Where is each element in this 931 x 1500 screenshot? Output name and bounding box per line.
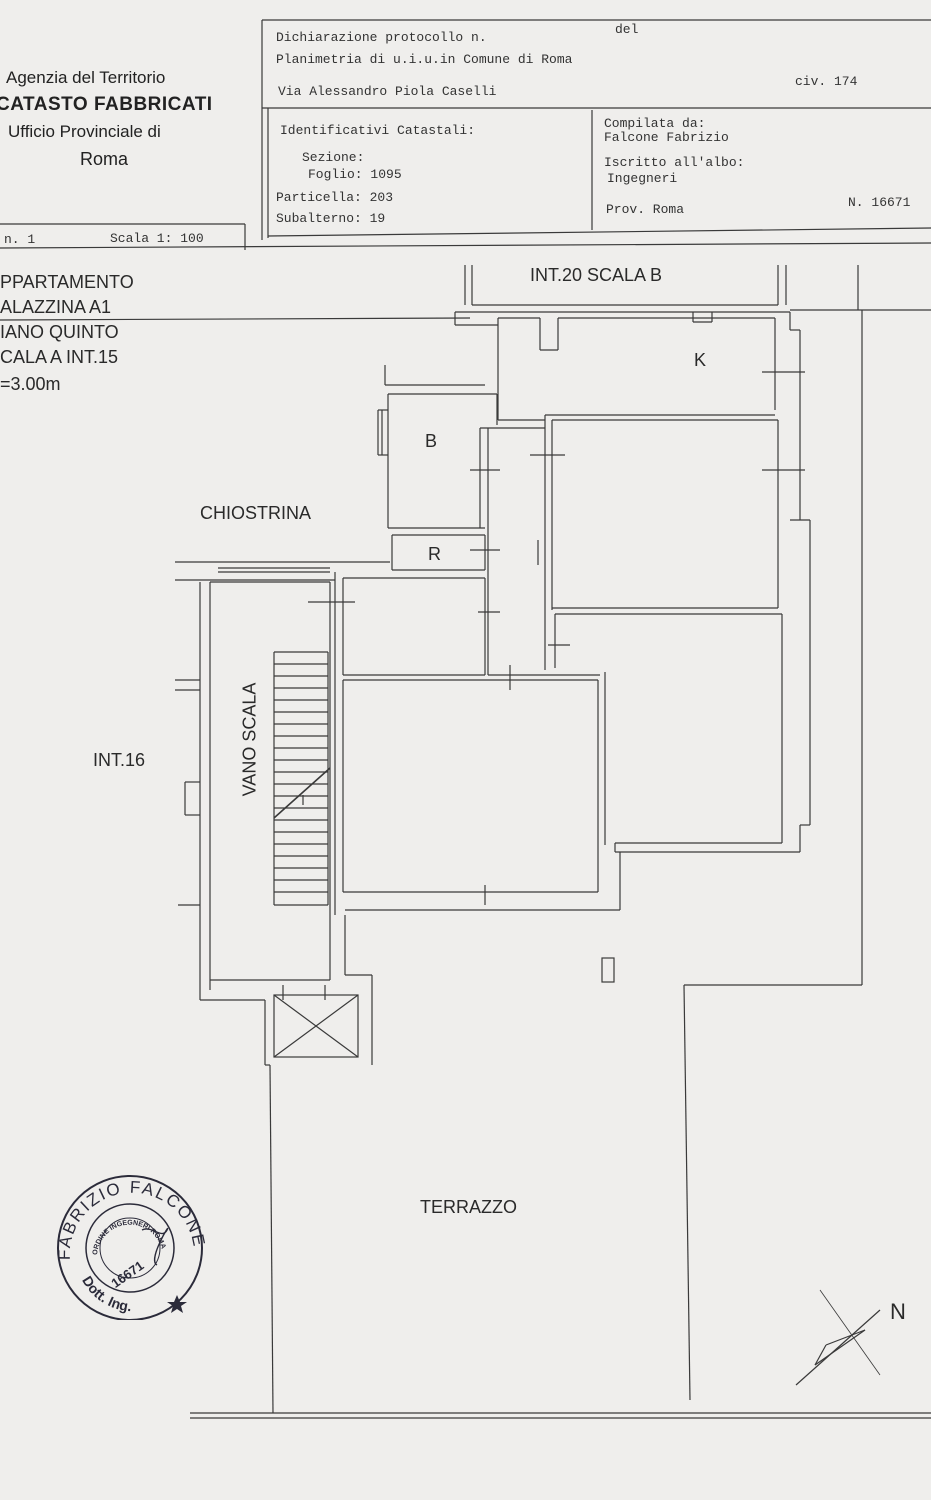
compiled-by-label: Compilata da:: [604, 116, 706, 131]
registration-number: N. 16671: [848, 195, 911, 210]
register-value: Ingegneri: [607, 171, 678, 186]
compiled-by-name: Falcone Fabrizio: [604, 130, 729, 145]
stamp-ring-text: FABRIZIO FALCONE: [55, 1178, 207, 1261]
agency-department: CATASTO FABBRICATI: [0, 94, 213, 115]
scale-value: Scala 1: 100: [110, 231, 204, 246]
plan-info-type: PPARTAMENTO: [0, 272, 134, 292]
planimetry-label: Planimetria di u.i.u.in Comune di Roma: [276, 52, 573, 67]
stamp-order-text: ORDINE INGEGNERI ROMA: [92, 1220, 167, 1256]
protocol-label: Dichiarazione protocollo n.: [276, 30, 487, 45]
sheet-number: n. 1: [4, 232, 36, 247]
label-vano-scala: VANO SCALA: [239, 682, 260, 797]
plan-info-building: ALAZZINA A1: [0, 297, 112, 317]
plan-info-floor: IANO QUINTO: [0, 322, 119, 342]
stamp-number: 16671: [108, 1258, 146, 1291]
agency-office: Ufficio Provinciale di: [8, 122, 161, 141]
agency-city: Roma: [80, 149, 129, 169]
protocol-date-label: del: [615, 22, 639, 37]
engineer-stamp: FABRIZIO FALCONE Dott. Ing. ORDINE INGEG…: [55, 1175, 207, 1320]
section-field: Sezione:: [302, 150, 365, 165]
parcel-field: Particella: 203: [276, 190, 394, 205]
signature-mark: [141, 1227, 169, 1266]
plan-info-stair: CALA A INT.15: [0, 347, 119, 367]
address-value: Via Alessandro Piola Caselli: [278, 84, 497, 99]
star-icon: [167, 1295, 187, 1313]
register-label: Iscritto all'albo:: [604, 155, 745, 170]
sheet-field: Foglio: 1095: [308, 167, 402, 182]
subunit-field: Subalterno: 19: [276, 211, 386, 226]
label-chiostrina: CHIOSTRINA: [200, 503, 312, 523]
civic-number: civ. 174: [795, 74, 858, 89]
province-value: Prov. Roma: [606, 202, 685, 217]
identifiers-title: Identificativi Catastali:: [280, 123, 476, 138]
svg-text:ORDINE INGEGNERI ROMA: ORDINE INGEGNERI ROMA: [92, 1220, 167, 1256]
plan-info-height: =3.00m: [0, 374, 61, 394]
agency-name: Agenzia del Territorio: [6, 68, 166, 87]
label-terrazzo: TERRAZZO: [420, 1197, 517, 1217]
label-int16: INT.16: [93, 750, 146, 770]
svg-text:FABRIZIO FALCONE: FABRIZIO FALCONE: [55, 1178, 207, 1261]
label-bathroom: B: [425, 431, 438, 451]
north-label: N: [890, 1299, 906, 1324]
label-int20: INT.20 SCALA B: [530, 265, 663, 285]
label-kitchen: K: [694, 350, 707, 370]
label-storage: R: [428, 544, 441, 564]
